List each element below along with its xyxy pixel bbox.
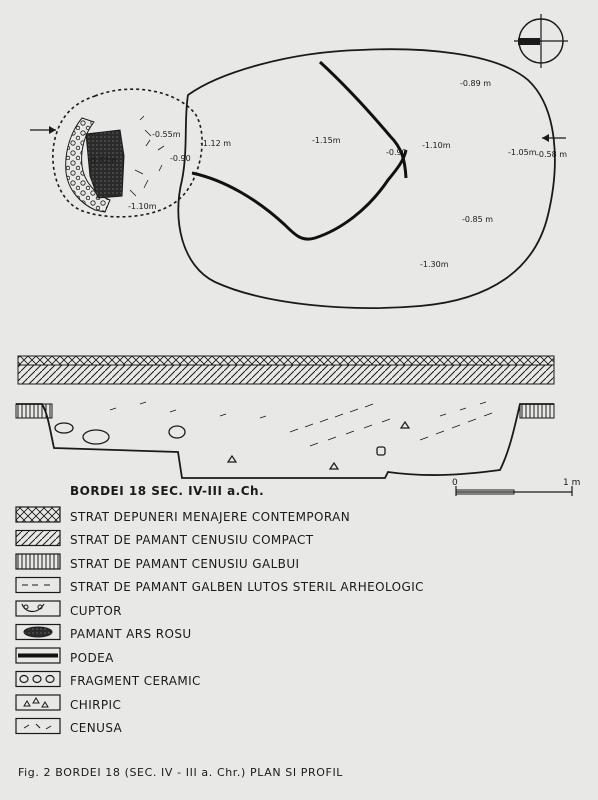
legend-label: CHIRPIC: [70, 697, 122, 712]
pit-outline: [177, 48, 556, 309]
profile-view: [15, 355, 555, 479]
depth-label: -1.10m: [422, 141, 451, 150]
legend: STRAT DEPUNERI MENAJERE CONTEMPORAN STRA…: [16, 505, 576, 740]
legend-label: STRAT DE PAMANT CENUSIU COMPACT: [70, 533, 314, 548]
legend-label: CUPTOR: [70, 603, 122, 618]
legend-swatches: [15, 506, 61, 735]
legend-label: PODEA: [70, 650, 114, 665]
legend-item: FRAGMENT CERAMIC: [16, 670, 576, 694]
depth-label: -0.89 m: [460, 79, 491, 88]
depth-label: -0.72m: [88, 156, 117, 165]
legend-item: STRAT DE PAMANT CENUSIU GALBUI: [16, 552, 576, 576]
legend-label: STRAT DE PAMANT GALBEN LUTOS STERIL ARHE…: [70, 580, 424, 595]
depth-label: -1.10m: [128, 202, 157, 211]
depth-label: -0.85 m: [462, 215, 493, 224]
figure-caption: Fig. 2 BORDEI 18 (SEC. IV - III a. Chr.)…: [18, 766, 344, 779]
burnt-clay-area: [85, 129, 125, 199]
floor-line: [318, 60, 408, 179]
depth-label: -0.55m: [152, 130, 181, 139]
legend-item: STRAT DEPUNERI MENAJERE CONTEMPORAN: [16, 505, 576, 529]
section-arrow-left-icon: [30, 126, 56, 134]
depth-label: -0.90: [386, 148, 407, 157]
plan-view: -0.89 m -1.12 m -1.15m -0.90 -1.10m -1.0…: [30, 48, 567, 309]
legend-item: CENUSA: [16, 717, 576, 741]
legend-item: STRAT DE PAMANT GALBEN LUTOS STERIL ARHE…: [16, 576, 576, 600]
legend-label: STRAT DE PAMANT CENUSIU GALBUI: [70, 556, 300, 571]
depth-label: -1.12 m: [200, 139, 231, 148]
legend-label: FRAGMENT CERAMIC: [70, 674, 201, 689]
scale-bar: [455, 486, 573, 496]
legend-item: STRAT DE PAMANT CENUSIU COMPACT: [16, 529, 576, 553]
legend-label: STRAT DEPUNERI MENAJERE CONTEMPORAN: [70, 509, 351, 524]
depth-label: -0.90: [170, 154, 191, 163]
pit-profile: [16, 403, 554, 479]
legend-label: CENUSA: [70, 721, 123, 736]
legend-item: CHIRPIC: [16, 693, 576, 717]
depth-label: -1.30m: [420, 260, 449, 269]
figure-title: BORDEI 18 SEC. IV-III a.Ch.: [70, 484, 265, 498]
north-arrow-icon: [514, 14, 568, 68]
depth-label: -1.05m: [508, 148, 537, 157]
legend-item: PAMANT ARS ROSU: [16, 623, 576, 647]
depth-label: -0.58 m: [536, 150, 567, 159]
scale-zero-label: 0: [452, 478, 458, 488]
legend-item: CUPTOR: [16, 599, 576, 623]
scale-one-label: 1 m: [563, 478, 581, 488]
section-arrow-right-icon: [542, 134, 566, 142]
depth-label: -1.15m: [312, 136, 341, 145]
legend-item: PODEA: [16, 646, 576, 670]
legend-label: PAMANT ARS ROSU: [70, 627, 192, 642]
